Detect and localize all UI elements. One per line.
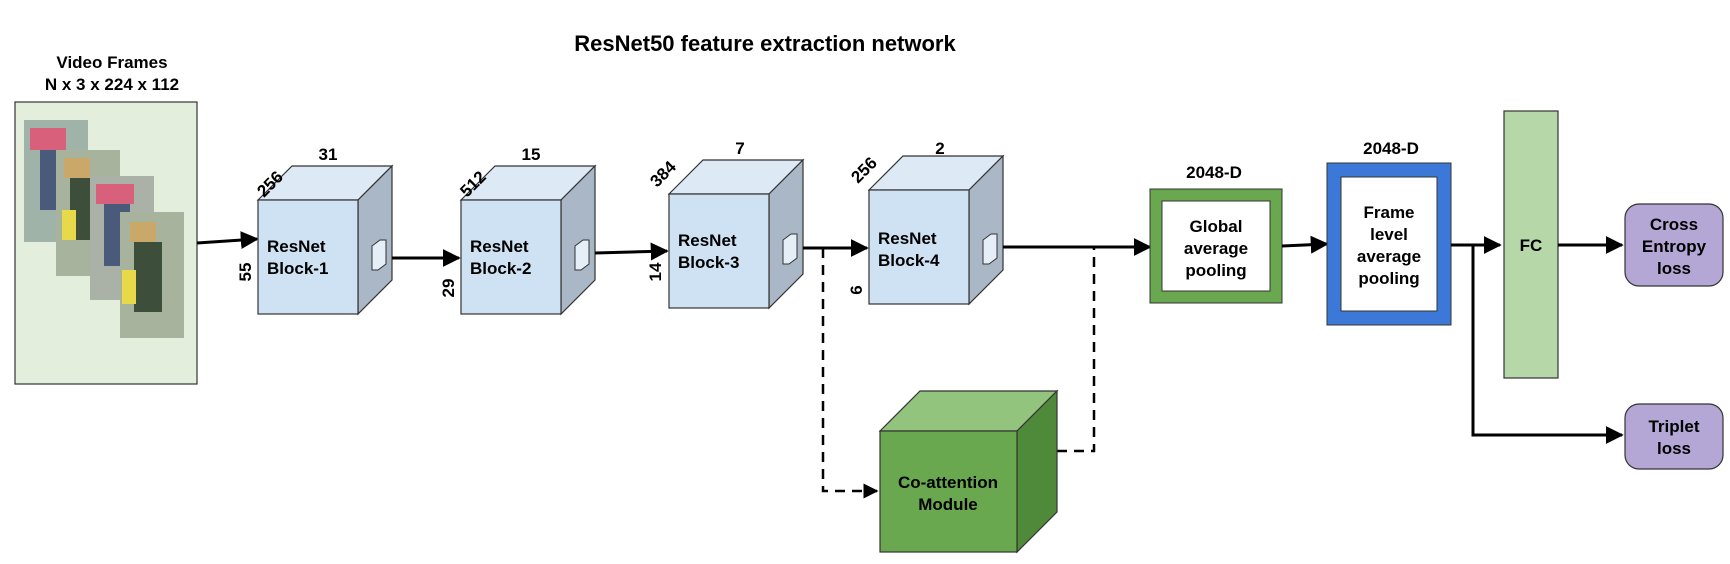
ce-loss-box bbox=[1624, 203, 1724, 287]
flap-outer-box bbox=[1327, 163, 1451, 325]
arrow-block2-to-block3 bbox=[594, 242, 669, 261]
ce-loss-line3: loss bbox=[1657, 259, 1691, 278]
block1-height-label: 55 bbox=[236, 263, 255, 282]
block4-depth-label: 256 bbox=[847, 153, 880, 186]
triplet-loss-line1: Triplet bbox=[1648, 417, 1699, 436]
flap-inner-outline bbox=[1340, 176, 1438, 312]
gap-label-line2: average bbox=[1184, 239, 1248, 258]
resnet-block-1: ResNet Block-1 256 31 55 bbox=[236, 145, 394, 316]
fc-box bbox=[1503, 110, 1559, 379]
block2-height-label: 29 bbox=[439, 279, 458, 298]
video-frames-input: Video Frames N x 3 x 224 x 112 bbox=[14, 53, 198, 385]
block3-kernel-icon bbox=[782, 233, 798, 265]
coattention-module: Co-attention Module bbox=[878, 389, 1059, 554]
block4-label-line2: Block-4 bbox=[878, 251, 940, 270]
fc-label: FC bbox=[1520, 236, 1543, 255]
dashed-path-to-coattention bbox=[821, 248, 879, 499]
coattention-label-line2: Module bbox=[918, 495, 978, 514]
block3-label-line1: ResNet bbox=[678, 231, 737, 250]
block1-label-line1: ResNet bbox=[267, 237, 326, 256]
block3-height-label: 14 bbox=[646, 262, 665, 281]
block3-depth-label: 384 bbox=[646, 157, 680, 191]
flap-label-line3: average bbox=[1357, 247, 1421, 266]
block2-label-line1: ResNet bbox=[470, 237, 529, 256]
flap-label-line2: level bbox=[1370, 225, 1408, 244]
global-average-pooling: 2048-D Global average pooling bbox=[1149, 163, 1283, 304]
triplet-loss: Triplet loss bbox=[1624, 403, 1724, 470]
frame-thumbnail-4 bbox=[120, 212, 184, 338]
frame-level-average-pooling: 2048-D Frame level average pooling bbox=[1326, 139, 1452, 326]
block4-front-face bbox=[868, 189, 970, 305]
block1-width-label: 31 bbox=[319, 145, 338, 164]
triplet-loss-line2: loss bbox=[1657, 439, 1691, 458]
gap-label-line3: pooling bbox=[1185, 261, 1246, 280]
gap-label-line1: Global bbox=[1190, 217, 1243, 236]
flap-dim-label: 2048-D bbox=[1363, 139, 1419, 158]
coattention-label-line1: Co-attention bbox=[898, 473, 998, 492]
block2-width-label: 15 bbox=[522, 145, 541, 164]
resnet-block-3: ResNet Block-3 384 7 14 bbox=[646, 139, 805, 310]
block1-label-line2: Block-1 bbox=[267, 259, 328, 278]
dashed-path-from-coattention bbox=[1057, 247, 1096, 453]
input-label-line2: N x 3 x 224 x 112 bbox=[45, 75, 179, 94]
gap-dim-label: 2048-D bbox=[1186, 163, 1242, 182]
block3-width-label: 7 bbox=[735, 139, 744, 158]
block2-kernel-icon bbox=[574, 239, 590, 271]
block4-kernel-icon bbox=[982, 233, 998, 265]
cross-entropy-loss: Cross Entropy loss bbox=[1624, 203, 1724, 287]
gap-inner-outline bbox=[1161, 200, 1271, 292]
input-label-line1: Video Frames bbox=[56, 53, 167, 72]
block1-kernel-icon bbox=[371, 239, 387, 271]
block3-front-face bbox=[668, 193, 770, 309]
triplet-loss-box bbox=[1624, 403, 1724, 470]
block3-label-line2: Block-3 bbox=[678, 253, 739, 272]
arrow-gap-to-flap bbox=[1281, 235, 1329, 254]
block4-height-label: 6 bbox=[847, 285, 866, 294]
block1-front-face bbox=[257, 199, 359, 315]
fc-layer: FC bbox=[1503, 110, 1559, 379]
flap-label-line4: pooling bbox=[1358, 269, 1419, 288]
ce-loss-line2: Entropy bbox=[1642, 237, 1707, 256]
arrow-input-to-block1 bbox=[196, 231, 259, 250]
coattention-front-face bbox=[879, 430, 1018, 553]
resnet-block-2: ResNet Block-2 512 15 29 bbox=[439, 145, 597, 316]
block4-label-line1: ResNet bbox=[878, 229, 937, 248]
resnet-block-4: ResNet Block-4 256 2 6 bbox=[847, 139, 1005, 306]
block2-label-line2: Block-2 bbox=[470, 259, 531, 278]
gap-outer-box bbox=[1150, 189, 1282, 303]
block2-front-face bbox=[460, 199, 562, 315]
ce-loss-line1: Cross bbox=[1650, 215, 1698, 234]
block4-width-label: 2 bbox=[935, 139, 944, 158]
branch-line-to-triplet bbox=[1471, 245, 1624, 444]
diagram-title: ResNet50 feature extraction network bbox=[574, 31, 956, 56]
flap-label-line1: Frame bbox=[1363, 203, 1414, 222]
